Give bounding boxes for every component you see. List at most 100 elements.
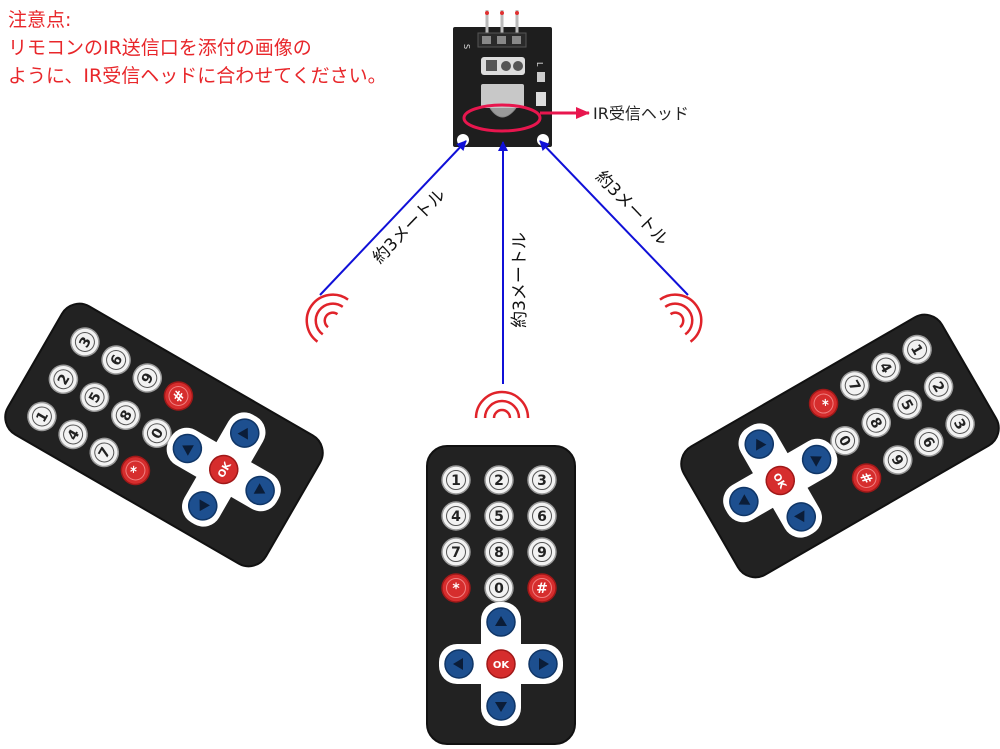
remote-key-hash[interactable]: # <box>159 377 197 415</box>
signal-wave-arc <box>474 390 530 419</box>
remote-key-4[interactable]: 4 <box>54 415 92 453</box>
remote-key-hash[interactable]: # <box>847 459 885 497</box>
remote-key-4[interactable]: 4 <box>441 501 471 531</box>
distance-label-left: 約3メートル <box>369 185 450 268</box>
pin-header <box>477 10 527 48</box>
remote-key-8[interactable]: 8 <box>107 396 145 434</box>
remote-key-1[interactable]: 1 <box>898 330 936 368</box>
distance-arrow-left <box>319 140 467 296</box>
remote-key-0[interactable]: 0 <box>138 414 176 452</box>
remote-key-6[interactable]: 6 <box>97 341 135 379</box>
remote-key-9[interactable]: 9 <box>879 441 917 479</box>
remote-key-5[interactable]: 5 <box>484 501 514 531</box>
remote-control-left: 123 456 789 *0#OK <box>4 302 324 568</box>
signal-wave-arc <box>323 311 339 329</box>
arrow-left-button[interactable] <box>184 487 222 525</box>
remote-key-4[interactable]: 4 <box>867 348 905 386</box>
triangle-up-icon <box>182 445 194 456</box>
svg-text:2: 2 <box>494 473 504 489</box>
note-line-2: リモコンのIR送信口を添付の画像の <box>8 37 312 59</box>
arrow-down-button[interactable] <box>725 482 763 520</box>
remote-key-0[interactable]: 0 <box>484 573 514 603</box>
arrow-right-button[interactable] <box>528 649 558 679</box>
triangle-right-icon <box>539 658 549 670</box>
ir-head-label: IR受信ヘッド <box>593 104 689 123</box>
triangle-left-icon <box>453 658 463 670</box>
remote-key-3[interactable]: 3 <box>66 323 104 361</box>
ir-signal-waves-right <box>659 293 703 343</box>
svg-text:8: 8 <box>494 545 504 561</box>
remote-key-2[interactable]: 2 <box>919 368 957 406</box>
svg-text:6: 6 <box>537 509 547 525</box>
remote-key-8[interactable]: 8 <box>857 404 895 442</box>
remote-key-5[interactable]: 5 <box>888 386 926 424</box>
arrow-up-button[interactable] <box>168 429 206 467</box>
remote-key-9[interactable]: 9 <box>527 537 557 567</box>
direction-pad: OK <box>439 602 563 726</box>
smd-led <box>537 72 545 82</box>
note-title: 注意点: <box>8 9 72 31</box>
svg-text:1: 1 <box>451 473 461 489</box>
remote-key-7[interactable]: 7 <box>85 433 123 471</box>
ir-head-highlight <box>462 103 542 133</box>
remote-key-hash[interactable]: # <box>527 573 557 603</box>
arrow-up-button[interactable] <box>486 607 516 637</box>
remote-key-5[interactable]: 5 <box>75 378 113 416</box>
svg-text:*: * <box>452 581 460 597</box>
arrow-up-button[interactable] <box>797 440 835 478</box>
svg-text:OK: OK <box>493 660 511 671</box>
remote-key-7[interactable]: 7 <box>836 366 874 404</box>
remote-key-6[interactable]: 6 <box>910 423 948 461</box>
svg-text:0: 0 <box>494 581 504 597</box>
remote-key-1[interactable]: 1 <box>23 397 61 435</box>
instruction-note: 注意点: リモコンのIR送信口を添付の画像の ように、IR受信ヘッドに合わせてく… <box>8 6 387 90</box>
signal-wave-arc <box>664 302 694 336</box>
triangle-up-icon <box>495 616 507 626</box>
triangle-left-icon <box>756 438 767 451</box>
ok-button[interactable]: OK <box>761 461 799 499</box>
triangle-down-icon <box>253 483 266 494</box>
distance-label-center: 約3メートル <box>510 232 530 328</box>
remote-key-2[interactable]: 2 <box>484 465 514 495</box>
ok-button[interactable]: OK <box>205 450 243 488</box>
remote-key-0[interactable]: 0 <box>826 422 864 460</box>
signal-wave-arc <box>483 399 521 419</box>
remote-key-star[interactable]: * <box>116 451 154 489</box>
distance-arrow-right <box>539 140 689 296</box>
remote-key-7[interactable]: 7 <box>441 537 471 567</box>
remote-key-star[interactable]: * <box>804 384 842 422</box>
smd-resistor <box>536 92 546 106</box>
signal-wave-arc <box>659 293 703 343</box>
triangle-down-icon <box>495 702 507 712</box>
ir-signal-waves-left <box>305 293 349 343</box>
arrow-right-button[interactable] <box>782 498 820 536</box>
signal-wave-arc <box>492 408 512 419</box>
remote-key-3[interactable]: 3 <box>941 405 979 443</box>
triangle-right-icon <box>237 427 248 440</box>
arrow-down-button[interactable] <box>486 691 516 721</box>
remote-key-2[interactable]: 2 <box>44 360 82 398</box>
signal-wave-arc <box>314 302 344 336</box>
remote-key-1[interactable]: 1 <box>441 465 471 495</box>
remote-key-3[interactable]: 3 <box>527 465 557 495</box>
ok-button[interactable]: OK <box>486 649 516 679</box>
arrow-right-button[interactable] <box>226 414 264 452</box>
svg-text:#: # <box>536 581 548 597</box>
remote-key-6[interactable]: 6 <box>527 501 557 531</box>
svg-text:7: 7 <box>451 545 461 561</box>
triangle-left-icon <box>199 499 210 512</box>
arrow-down-button[interactable] <box>241 471 279 509</box>
direction-pad: OK <box>723 423 838 538</box>
svg-text:3: 3 <box>537 473 547 489</box>
triangle-down-icon <box>738 494 751 505</box>
remote-key-9[interactable]: 9 <box>128 359 166 397</box>
remote-key-8[interactable]: 8 <box>484 537 514 567</box>
arrow-left-button[interactable] <box>444 649 474 679</box>
direction-pad: OK <box>166 412 281 527</box>
arrow-left-button[interactable] <box>740 425 778 463</box>
pin-label-s: S <box>462 44 471 49</box>
remote-key-star[interactable]: * <box>441 573 471 603</box>
